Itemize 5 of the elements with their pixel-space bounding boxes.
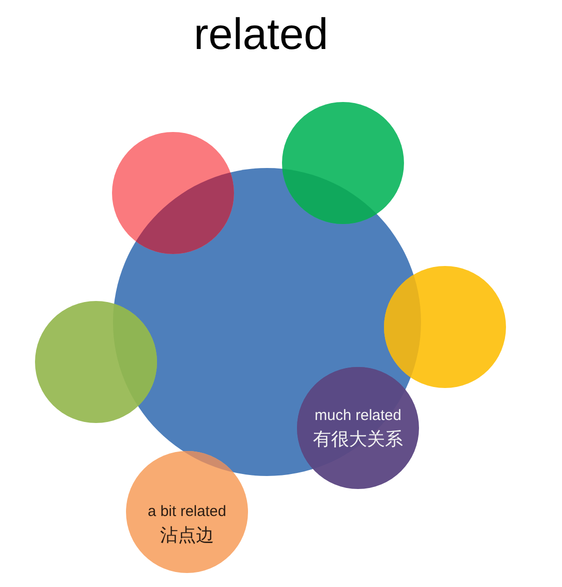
label: much related — [314, 407, 402, 425]
label: a bit related — [148, 503, 226, 521]
label: 沾点边 — [160, 525, 214, 547]
title: related — [194, 13, 328, 57]
label: 有很大关系 — [313, 429, 403, 451]
